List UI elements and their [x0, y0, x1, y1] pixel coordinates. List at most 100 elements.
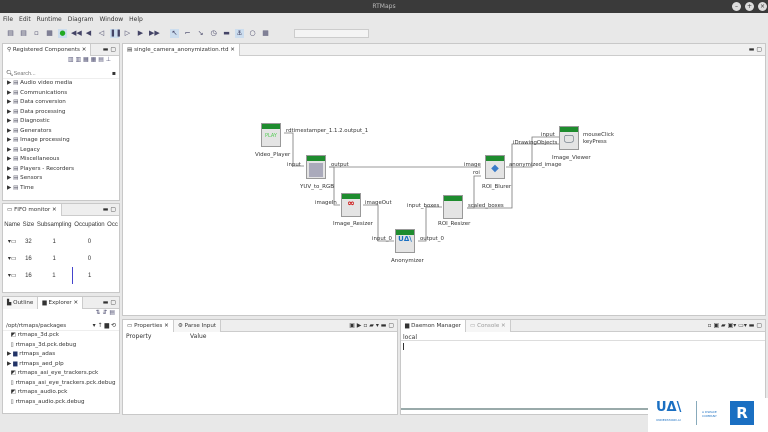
path-dropdown-icon[interactable]: ▾ ↑ ▆ ⟲: [92, 322, 116, 329]
comment-icon[interactable]: ▬: [223, 29, 230, 37]
layout-icon[interactable]: ▥ ▥ ▦ ▦ ▤ ⊥: [67, 56, 111, 63]
expand-icon[interactable]: ▶: [7, 118, 12, 124]
anchor-icon[interactable]: ⚓: [235, 29, 244, 38]
node-image-viewer[interactable]: 🖵︎: [559, 126, 579, 150]
expand-icon[interactable]: ▶: [7, 137, 12, 143]
tab-parse-input[interactable]: ⚙ Parse Input: [173, 319, 222, 332]
expand-icon[interactable]: ▶: [7, 351, 12, 357]
expand-icon[interactable]: ▶: [7, 89, 12, 96]
tree-item[interactable]: ▶ ▤ Players - Recorders: [3, 165, 119, 175]
port-label: image: [464, 162, 481, 168]
expand-icon[interactable]: ▶: [7, 360, 12, 367]
tree-item[interactable]: ▶ ▤ Time: [3, 184, 119, 194]
tree-item[interactable]: ▶ ▤ Diagnostic: [3, 117, 119, 127]
explorer-item[interactable]: ▯ rtmaps_asi_eye_trackers.pck.debug: [3, 379, 119, 389]
tree-item[interactable]: ▶ ▤ Generators: [3, 127, 119, 137]
connect-icon[interactable]: ⌐: [184, 29, 191, 37]
panel-controls[interactable]: ▬ ▢: [102, 299, 116, 306]
menu-diagram[interactable]: Diagram: [67, 16, 94, 23]
tree-item[interactable]: ▶ ▤ Data conversion: [3, 98, 119, 108]
tab-fifo-monitor[interactable]: ▭ FIFO monitor ✕: [3, 204, 62, 216]
explorer-item[interactable]: ◩ rtmaps_asi_eye_trackers.pck: [3, 369, 119, 379]
step-forward-icon[interactable]: ▶: [137, 29, 144, 37]
minimize-button[interactable]: –: [732, 2, 741, 11]
clock-icon[interactable]: ◷: [210, 29, 217, 37]
panel-controls[interactable]: ▬ ▢: [102, 46, 116, 53]
node-roi-resizer[interactable]: [443, 195, 463, 219]
expand-icon[interactable]: ▶: [7, 99, 12, 105]
horizontal-scrollbar[interactable]: [401, 408, 651, 410]
tree-item[interactable]: ▶ ▤ Data processing: [3, 108, 119, 118]
expand-icon[interactable]: ▶: [7, 175, 12, 181]
rewind-icon[interactable]: ◀◀: [71, 29, 82, 37]
zoom-combo[interactable]: [294, 29, 369, 38]
daemon-host-field[interactable]: local: [401, 332, 765, 341]
node-video-player[interactable]: PLAY: [261, 123, 281, 147]
port-label: imageOut: [365, 200, 392, 206]
open-icon[interactable]: ▤: [20, 29, 27, 37]
save-icon[interactable]: ▫: [34, 29, 39, 37]
tree-item[interactable]: ▶ ▤ Miscellaneous: [3, 155, 119, 165]
grid-icon[interactable]: ▦: [262, 29, 269, 37]
play-icon[interactable]: ▷: [124, 29, 131, 37]
explorer-item[interactable]: ▯ rtmaps_3d.pck.debug: [3, 341, 119, 351]
explorer-item[interactable]: ▶ ▆ rtmaps_adas: [3, 350, 119, 360]
expand-icon[interactable]: ▶: [7, 80, 12, 86]
fast-forward-icon[interactable]: ▶▶: [149, 29, 160, 37]
explorer-item[interactable]: ▯ rtmaps_audio.pck.debug: [3, 398, 119, 408]
panel-controls[interactable]: ▣ ▶ ▫ ▰ ▾ ▬ ▢: [349, 322, 394, 329]
circle-icon[interactable]: ○: [249, 29, 256, 37]
tab-diagram[interactable]: ▤ single_camera_anonymization.rtd ✕: [123, 44, 240, 56]
select-icon[interactable]: ↖: [170, 29, 179, 38]
expand-icon[interactable]: ▶: [7, 146, 12, 153]
tree-item[interactable]: ▶ ▤ Communications: [3, 89, 119, 99]
expand-icon[interactable]: ▶: [7, 108, 12, 115]
run-icon[interactable]: ●: [58, 29, 67, 38]
tab-properties[interactable]: ▭ Properties ✕: [123, 319, 174, 332]
new-diagram-icon[interactable]: ▤: [7, 29, 14, 37]
step-back-icon[interactable]: ◀: [85, 29, 92, 37]
expand-icon[interactable]: ▶: [7, 156, 12, 162]
menu-help[interactable]: Help: [129, 16, 143, 23]
node-yuv-to-rgb[interactable]: [306, 155, 326, 179]
clear-icon[interactable]: ▪: [111, 70, 116, 77]
expand-icon[interactable]: ▶: [7, 184, 12, 191]
path-field[interactable]: /opt/rtmaps/packages: [6, 322, 67, 329]
tab-outline[interactable]: ▙ Outline: [3, 297, 39, 309]
panel-controls[interactable]: ▬ ▢: [748, 46, 762, 53]
panel-controls[interactable]: ▬ ▢: [102, 206, 116, 213]
menu-runtime[interactable]: Runtime: [36, 16, 62, 23]
save-all-icon[interactable]: ▦: [46, 29, 53, 37]
expand-icon[interactable]: ▶: [7, 165, 12, 172]
pointer-icon[interactable]: ↘: [197, 29, 204, 37]
menu-file[interactable]: File: [3, 16, 14, 23]
tree-item[interactable]: ▶ ▤ Legacy: [3, 146, 119, 156]
explorer-item[interactable]: ◩ rtmaps_3d.pck: [3, 331, 119, 341]
tree-item[interactable]: ▶ ▤ Audio video media: [3, 79, 119, 89]
diagram-canvas[interactable]: PLAY Video_Player rdtimestamper_1.1.2.ou…: [123, 44, 765, 315]
sort-icons[interactable]: ⇅ ⇵ ▤: [95, 309, 115, 316]
pause-icon[interactable]: ❚❚: [110, 29, 122, 38]
node-image-resizer[interactable]: ∞: [341, 193, 361, 217]
panel-controls[interactable]: ▫ ▣ ▰ ▣▾ ▭▾ ▬ ▢: [707, 322, 763, 329]
menu-window[interactable]: Window: [99, 16, 124, 23]
back-icon[interactable]: ◁: [98, 29, 105, 37]
node-roi-blurer[interactable]: ◆: [485, 155, 505, 179]
node-anonymizer[interactable]: UΔ\: [395, 229, 415, 253]
tree-item[interactable]: ▶ ▤ Image processing: [3, 136, 119, 146]
explorer-item[interactable]: ▶ ▆ rtmaps_aed_plp: [3, 360, 119, 370]
tab-console[interactable]: ▭ Console ✕: [465, 319, 511, 332]
expand-icon[interactable]: ▶: [7, 127, 12, 134]
maximize-button[interactable]: +: [745, 2, 754, 11]
menu-edit[interactable]: Edit: [19, 16, 31, 23]
search-input[interactable]: [13, 69, 112, 78]
explorer-item[interactable]: ◩ rtmaps_audio.pck: [3, 388, 119, 398]
tab-explorer[interactable]: ▆ Explorer ✕: [38, 297, 84, 309]
tab-registered-components[interactable]: ⚲ Registered Components ✕: [3, 43, 92, 56]
tree-item[interactable]: ▶ ▤ Sensors: [3, 174, 119, 184]
tab-daemon-manager[interactable]: ▆ Daemon Manager: [401, 319, 466, 332]
close-button[interactable]: ×: [758, 2, 767, 11]
